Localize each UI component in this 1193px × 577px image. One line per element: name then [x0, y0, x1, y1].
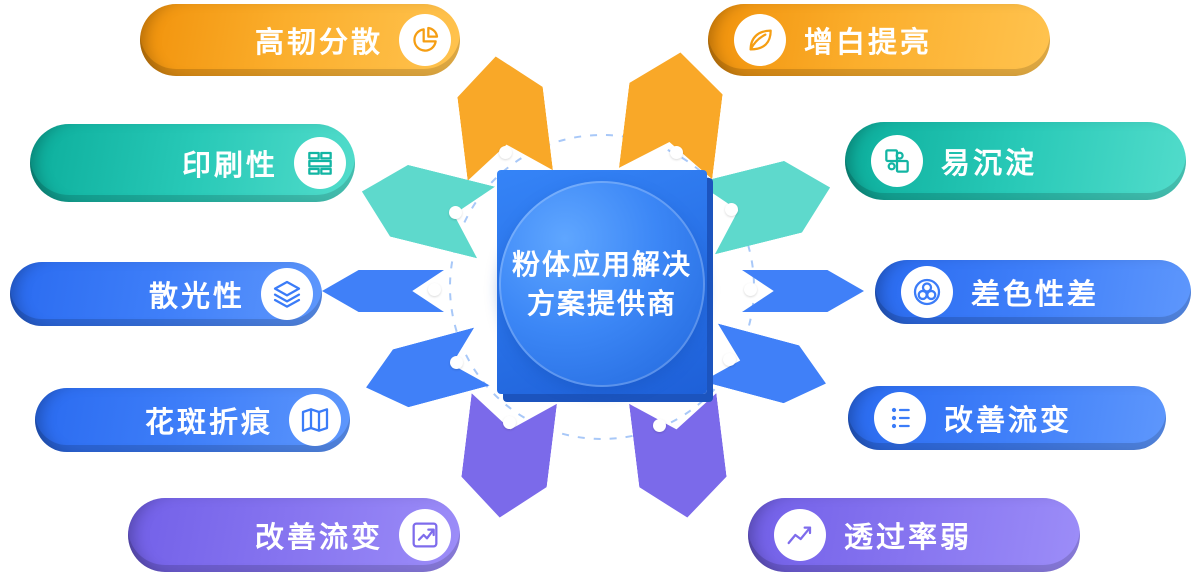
item-high-toughness-dispersion: 高韧分散	[140, 4, 460, 76]
item-weak-transmittance: 透过率弱	[748, 498, 1080, 572]
flow-adjust-icon	[874, 392, 926, 444]
connector-dot	[725, 203, 738, 216]
item-label: 易沉淀	[941, 148, 1038, 180]
item-improve-rheology-left: 改善流变	[128, 498, 460, 572]
item-label: 散光性	[148, 281, 245, 313]
item-poor-color-consistency: 差色性差	[875, 260, 1191, 324]
trend-arrow-icon	[399, 509, 451, 561]
item-label: 增白提亮	[804, 27, 933, 59]
item-label: 高韧分散	[254, 27, 383, 59]
item-label: 改善流变	[254, 522, 383, 554]
connector-dot	[499, 146, 512, 159]
item-mottling-creases: 花斑折痕	[35, 388, 350, 452]
item-label: 差色性差	[971, 279, 1100, 311]
item-improve-rheology-right: 改善流变	[848, 386, 1166, 450]
item-light-scattering: 散光性	[10, 262, 322, 326]
connector-dot	[503, 416, 516, 429]
color-circles-icon	[901, 266, 953, 318]
center-badge: 粉体应用解决 方案提供商	[499, 181, 705, 387]
folded-map-icon	[289, 394, 341, 446]
center-title-line1: 粉体应用解决	[511, 248, 692, 280]
item-label: 花斑折痕	[144, 407, 273, 439]
line-chart-icon	[774, 509, 826, 561]
connector-dot	[450, 356, 463, 369]
printing-blocks-icon	[294, 137, 346, 189]
item-label: 透过率弱	[844, 522, 973, 554]
item-label: 印刷性	[181, 150, 278, 182]
connector-dot	[449, 206, 462, 219]
item-easy-sedimentation: 易沉淀	[845, 122, 1186, 200]
connector-dot	[428, 283, 441, 296]
connector-dot	[744, 283, 757, 296]
item-whitening-brightening: 增白提亮	[708, 4, 1050, 76]
layers-icon	[261, 268, 313, 320]
connector-dot	[670, 146, 683, 159]
pie-chart-icon	[399, 14, 451, 66]
leaf-icon	[734, 14, 786, 66]
connector-dot	[653, 419, 666, 432]
item-printability: 印刷性	[30, 124, 355, 202]
puzzle-icon	[871, 135, 923, 187]
connector-dot	[723, 353, 736, 366]
item-label: 改善流变	[944, 405, 1073, 437]
center-title-line2: 方案提供商	[526, 288, 677, 319]
